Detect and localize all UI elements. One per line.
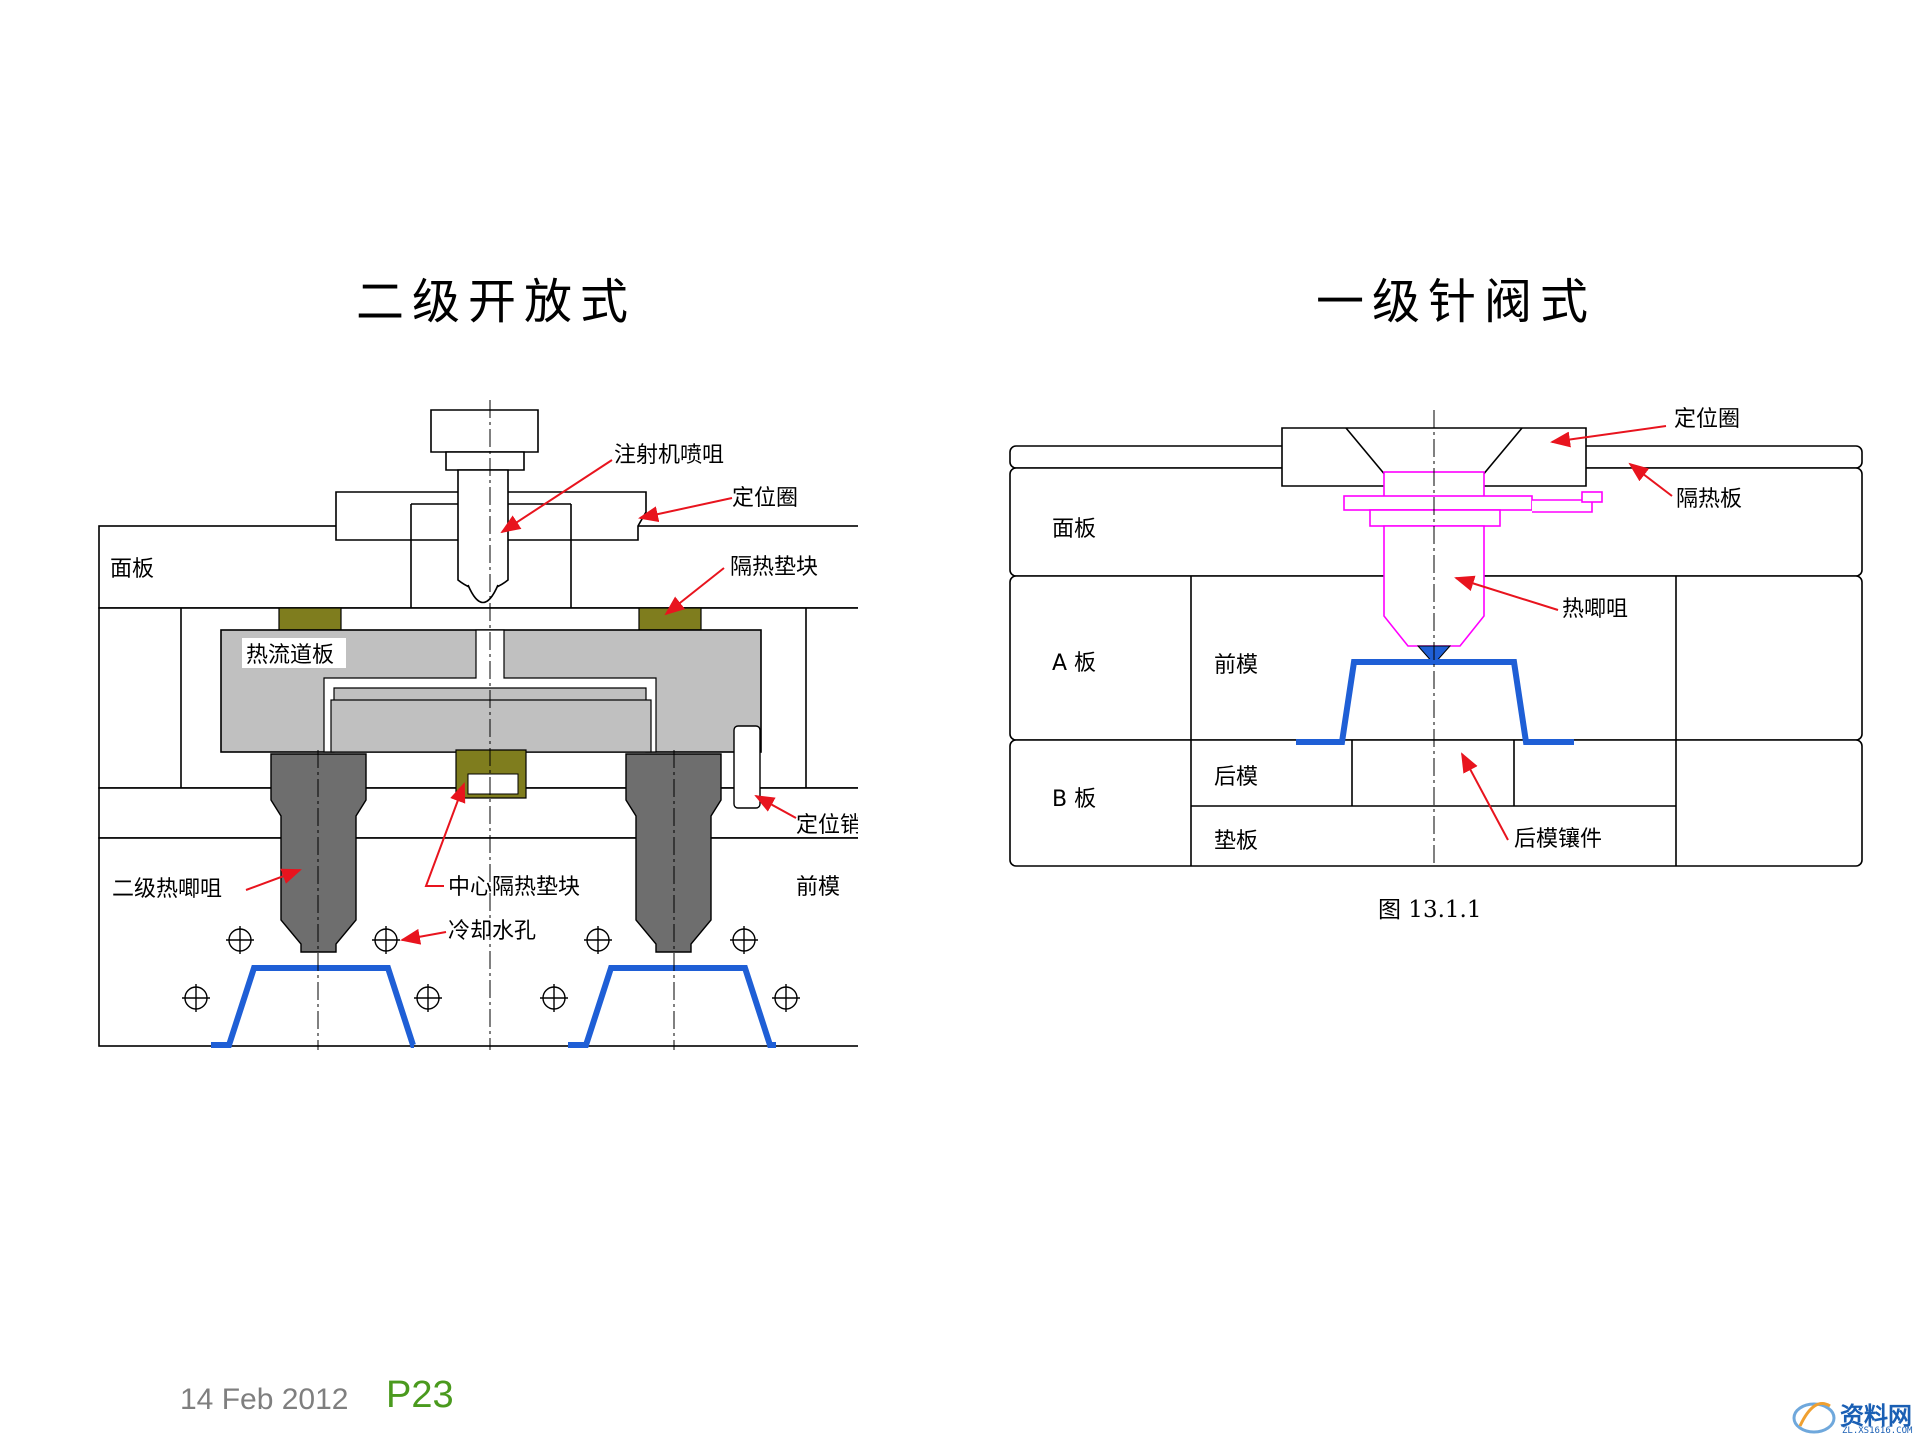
- molded-part: [1296, 659, 1574, 745]
- label-b-plate: B 板: [1052, 787, 1096, 812]
- label-core-insert: 后模镶件: [1514, 827, 1602, 852]
- label-top-plate: 面板: [110, 557, 154, 582]
- label-locating-ring: 定位圈: [732, 486, 798, 511]
- b-plate: [1009, 739, 1863, 867]
- label-cavity: 前模: [796, 875, 840, 900]
- label-hot-nozzle: 热唧咀: [1562, 597, 1628, 622]
- arrow-core-insert: [1461, 752, 1509, 841]
- arrow-secondary-nozzle: [245, 868, 302, 891]
- molded-part-left: [211, 965, 416, 1048]
- arrow-center-pad: [424, 782, 466, 887]
- site-logo-text: 资料网: [1840, 1402, 1912, 1430]
- figure-caption: 图 13.1.1: [1378, 897, 1482, 923]
- label-core: 后模: [1214, 765, 1258, 790]
- label-spacer-plate: 垫板: [1214, 829, 1258, 854]
- two-stage-open-hot-runner-diagram: 注射机喷咀 定位圈 面板 隔热垫块 热流道板 定位销 二级热唧咀 中心隔热垫块 …: [98, 400, 858, 1050]
- label-top-plate: 面板: [1052, 517, 1096, 542]
- label-cooling-hole: 冷却水孔: [448, 919, 536, 944]
- molded-part-right: [568, 965, 776, 1048]
- arrow-injection-nozzle: [500, 459, 613, 534]
- label-locating-ring: 定位圈: [1674, 407, 1740, 432]
- arrow-insulation-pad: [664, 567, 725, 616]
- site-logo-icon: [1792, 1402, 1836, 1434]
- locating-pin: [733, 725, 761, 809]
- label-center-pad: 中心隔热垫块: [448, 875, 580, 900]
- label-insulation-plate: 隔热板: [1676, 487, 1742, 512]
- insulation-pad-left: [278, 607, 342, 631]
- label-insulation-pad: 隔热垫块: [730, 555, 818, 580]
- cavity-plate: [98, 837, 858, 1047]
- arrow-locating-ring: [1550, 425, 1667, 448]
- arrow-locating-pin: [754, 795, 797, 819]
- label-locating-pin: 定位销: [796, 813, 858, 838]
- arrow-insulation-plate: [1628, 462, 1673, 497]
- injection-machine-nozzle: [430, 409, 539, 453]
- site-logo-url: ZL.XS1616.COM: [1842, 1426, 1913, 1436]
- footer-date: 14 Feb 2012: [180, 1383, 349, 1416]
- arrow-hot-nozzle: [1454, 575, 1559, 611]
- label-a-plate: A 板: [1052, 651, 1096, 676]
- arrow-cooling-hole: [400, 928, 447, 945]
- footer-page-number: P23: [386, 1374, 454, 1416]
- left-diagram-title: 二级开放式: [356, 274, 637, 330]
- label-cavity: 前模: [1214, 653, 1258, 678]
- label-injection-nozzle: 注射机喷咀: [614, 443, 724, 468]
- arrow-locating-ring: [638, 497, 733, 522]
- right-diagram-title: 一级针阀式: [1316, 274, 1597, 330]
- cooling-holes: [182, 926, 800, 1012]
- label-manifold: 热流道板: [246, 643, 334, 668]
- label-secondary-nozzle: 二级热唧咀: [112, 877, 222, 902]
- single-stage-valve-gate-diagram: 定位圈 隔热板 面板 热唧咀 A 板 前模 B 板 后模 后模镶件 垫板: [1009, 407, 1863, 867]
